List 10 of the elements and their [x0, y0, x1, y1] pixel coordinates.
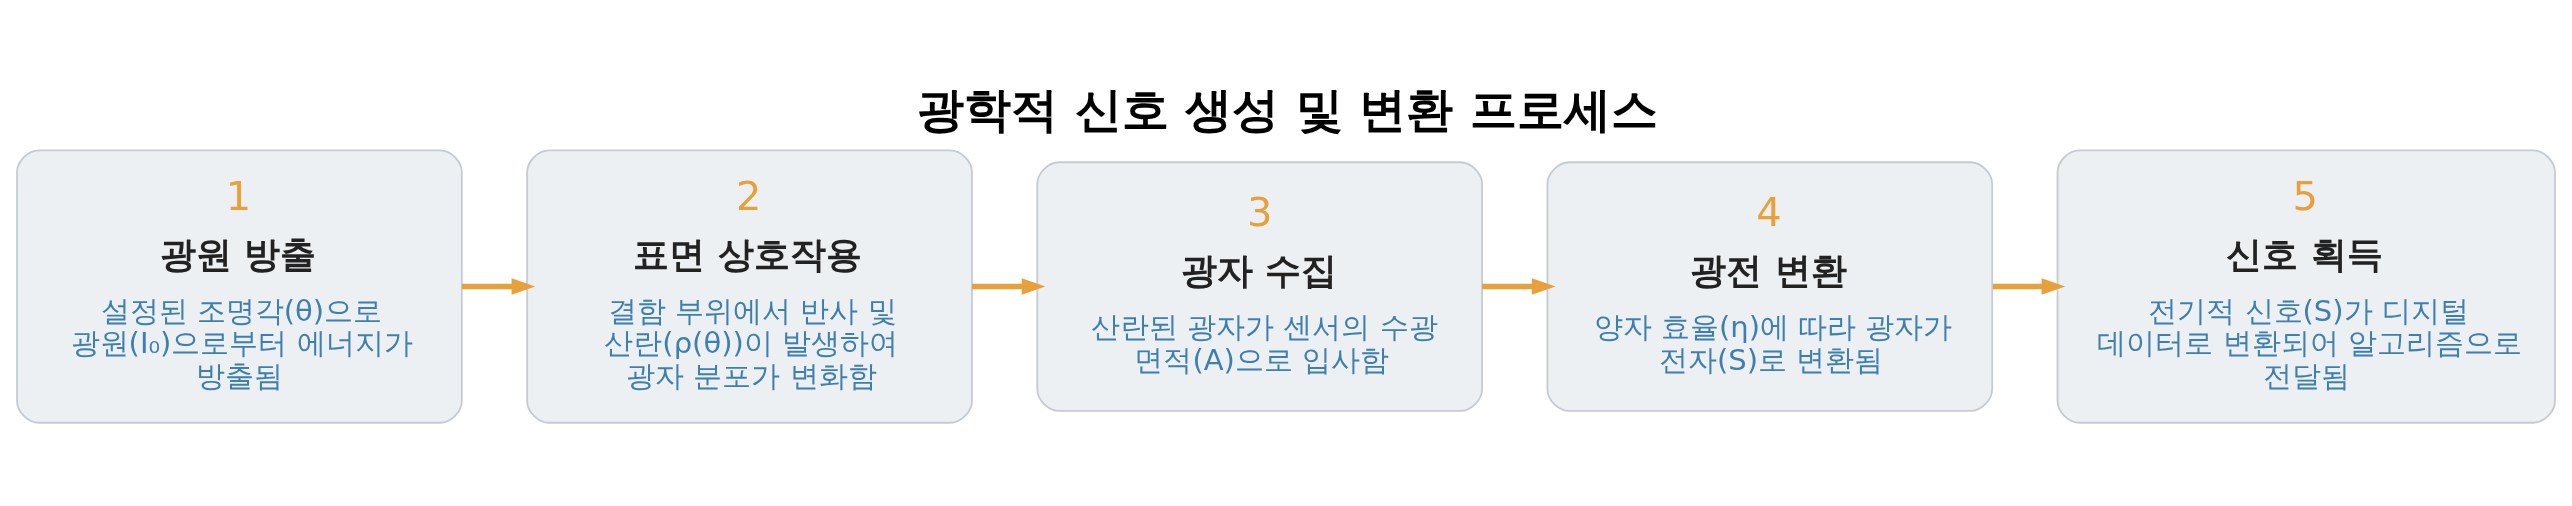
arrow — [1992, 278, 2066, 295]
node-box: 4 광전 변환 양자 효율(η)에 따라 광자가 전자(S)로 변환됨 — [1546, 161, 1994, 412]
node-box: 5 신호 획득 전기적 신호(S)가 디지털 데이터로 변환되어 알고리즘으로 전달됨 — [2056, 149, 2556, 424]
diagram-title: 광학적 신호 생성 및 변환 프로세스 — [917, 82, 1658, 138]
arrow — [461, 278, 536, 295]
node-box: 2 표면 상호작용 결함 부위에서 반사 및 산란(ρ(θ))이 발생하여 광자 분포가 변화함 — [526, 149, 973, 424]
arrow — [972, 278, 1046, 295]
node-box: 3 광자 수집 산란된 광자가 센서의 수광 면적(A)으로 입사함 — [1036, 161, 1483, 412]
arrow — [1482, 278, 1556, 295]
node-box: 1 광원 방출 설정된 조명각(θ)으로 광원(I₀)으로부터 에너지가 방출됨 — [16, 149, 463, 424]
